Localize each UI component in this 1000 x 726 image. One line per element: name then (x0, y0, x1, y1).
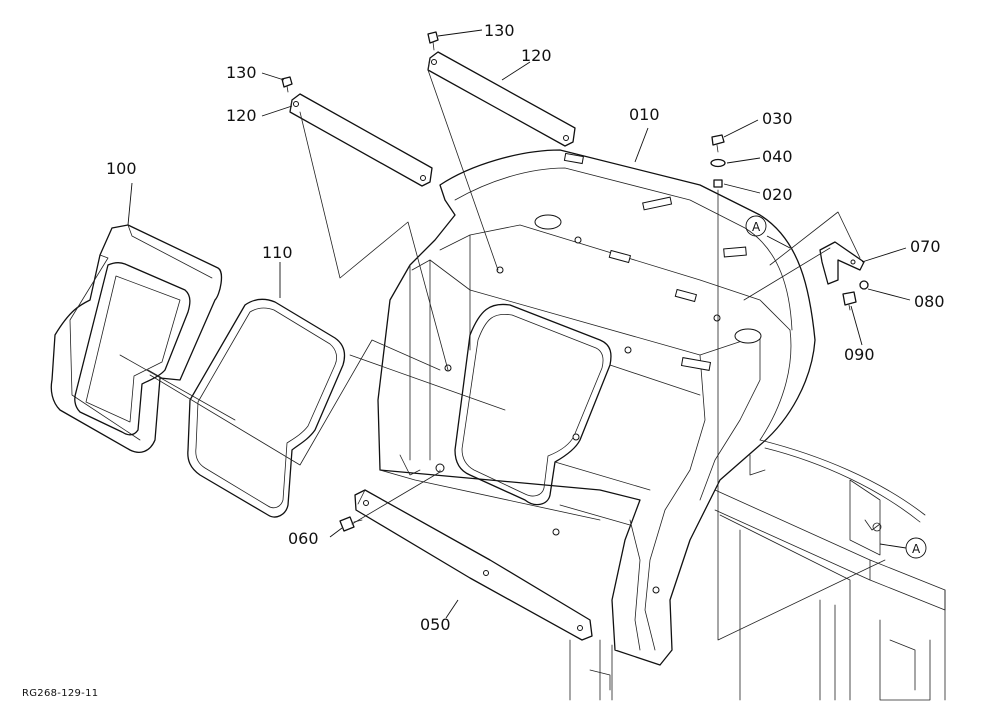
part-010-rear-panel (377, 149, 816, 666)
part-120-bracket-left (289, 93, 433, 187)
part-060-bolt (339, 516, 363, 532)
part-070-bracket (819, 241, 865, 285)
part-100-cover (50, 224, 223, 453)
callout-a-top: A (745, 215, 767, 237)
label-030: 030 (762, 109, 793, 128)
callout-a-bottom-label: A (912, 542, 921, 556)
label-060: 060 (288, 529, 319, 548)
label-010: 010 (629, 105, 660, 124)
tractor-frame (569, 439, 946, 701)
part-110-seal (187, 298, 346, 518)
label-070: 070 (910, 237, 941, 256)
label-040: 040 (762, 147, 793, 166)
leader-lines (127, 29, 911, 619)
part-labels: 130 130 120 120 010 030 040 020 070 080 … (106, 21, 945, 634)
part-130-bolt-left (281, 76, 293, 93)
part-090-bolt (842, 291, 857, 311)
callout-a-top-label: A (752, 220, 761, 234)
part-040-washer (710, 158, 726, 168)
label-130-right: 130 (484, 21, 515, 40)
part-020-collar (713, 179, 723, 188)
label-020: 020 (762, 185, 793, 204)
part-130-bolt-right (427, 31, 439, 51)
label-090: 090 (844, 345, 875, 364)
part-050-strip (354, 489, 593, 641)
label-100: 100 (106, 159, 137, 178)
part-080-nut (859, 280, 869, 290)
part-030-bolt (711, 134, 725, 153)
label-080: 080 (914, 292, 945, 311)
callout-a-bottom: A (905, 537, 927, 559)
label-120-left: 120 (226, 106, 257, 125)
label-110: 110 (262, 243, 293, 262)
label-120-right: 120 (521, 46, 552, 65)
assembly-lines (119, 69, 886, 641)
label-050: 050 (420, 615, 451, 634)
drawing-reference: RG268-129-11 (22, 688, 98, 699)
label-130-left: 130 (226, 63, 257, 82)
